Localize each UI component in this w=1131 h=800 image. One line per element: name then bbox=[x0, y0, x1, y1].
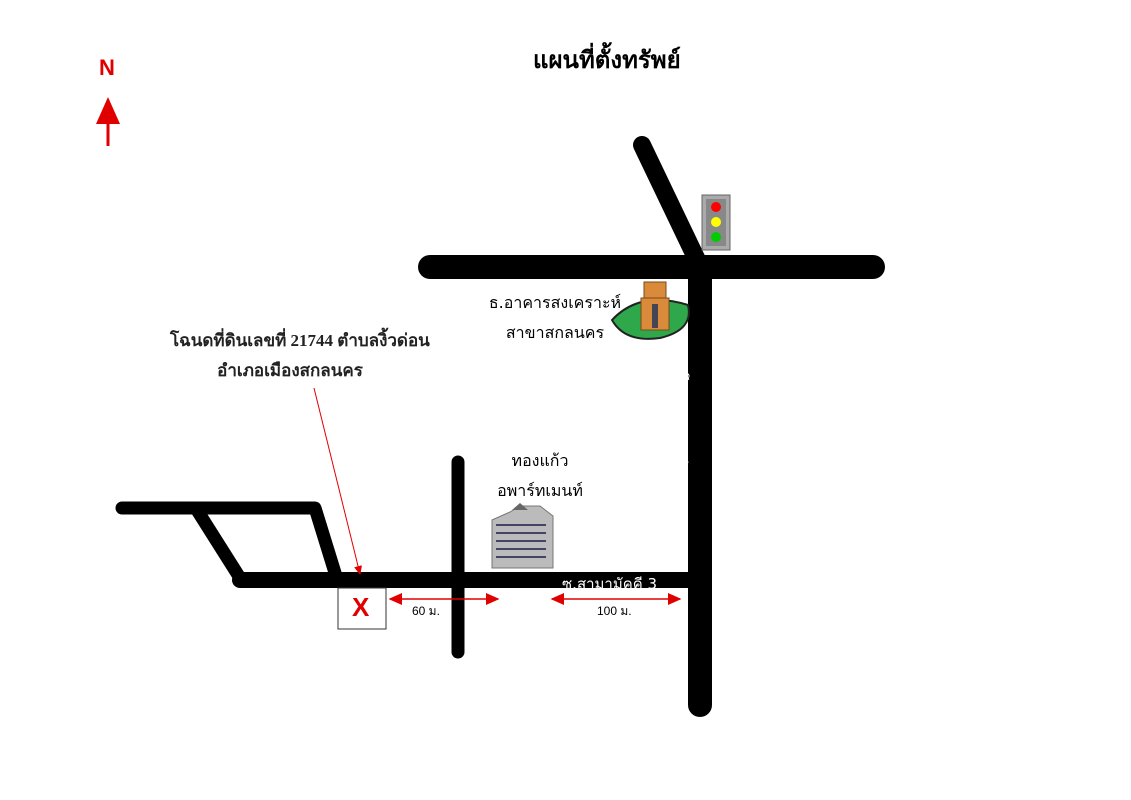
plot-note-line2: อำเภอเมืองสกลนคร bbox=[217, 361, 363, 380]
bank-building-icon bbox=[610, 281, 690, 340]
bank-label: ธ.อาคารสงเคราะห์ สาขาสกลนคร bbox=[470, 288, 640, 348]
apartment-label-line1: ทองแก้ว bbox=[511, 451, 569, 470]
pointer-line bbox=[313, 387, 362, 575]
plot-note-line1: โฉนดที่ดินเลขที่ 21744 ตำบลงิ้วด่อน bbox=[170, 331, 430, 350]
bank-label-line1: ธ.อาคารสงเคราะห์ bbox=[488, 293, 622, 312]
bank-label-line2: สาขาสกลนคร bbox=[505, 323, 605, 342]
apartment-label: ทองแก้ว อพาร์ทเมนท์ bbox=[485, 446, 595, 506]
road-left-diagonal bbox=[190, 503, 247, 585]
road-label-vertical: ถ.โบราณสถานเชิงชุม bbox=[673, 360, 689, 493]
apartment-label-line2: อพาร์ทเมนท์ bbox=[497, 481, 583, 500]
distance-label-100: 100 ม. bbox=[597, 604, 632, 618]
road-diagonal bbox=[633, 136, 707, 271]
road-label-soi: ซ.สามามัคคี 3 bbox=[562, 575, 658, 593]
road-left-loop bbox=[115, 501, 343, 583]
map-title: แผนที่ตั้งทรัพย์ bbox=[533, 46, 681, 74]
plot-box bbox=[337, 587, 387, 630]
north-label: N bbox=[99, 55, 115, 80]
plot-note: โฉนดที่ดินเลขที่ 21744 ตำบลงิ้วด่อน อำเภ… bbox=[170, 326, 430, 386]
plot-marker: X bbox=[352, 592, 370, 622]
traffic-light-icon bbox=[701, 194, 731, 251]
apartment-building-icon bbox=[491, 503, 554, 569]
distance-label-60: 60 ม. bbox=[412, 604, 440, 618]
